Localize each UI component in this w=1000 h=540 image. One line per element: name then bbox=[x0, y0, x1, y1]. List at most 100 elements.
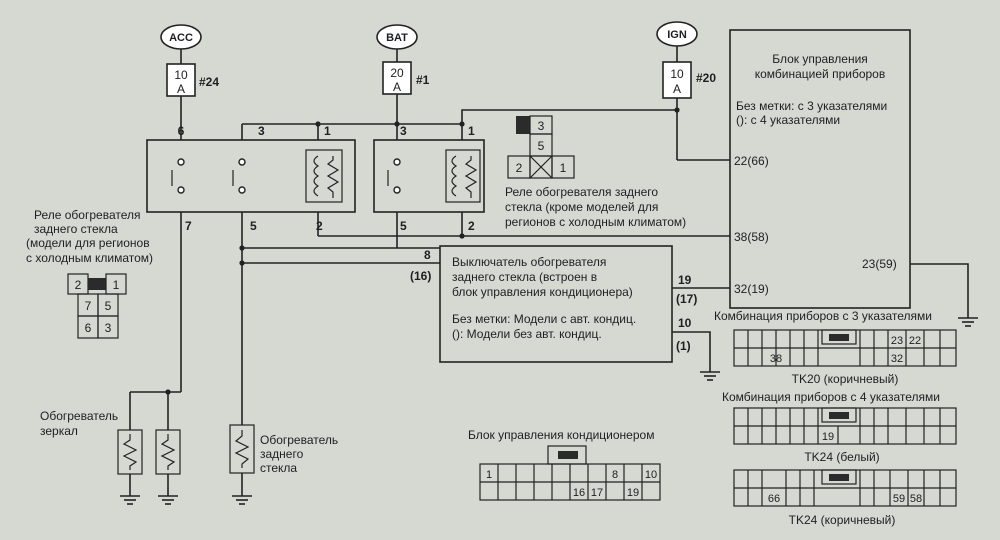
ground-rear-heater-icon bbox=[232, 495, 252, 505]
ac-pin-16: 16 bbox=[573, 487, 585, 499]
relay-std-title-0: Реле обогревателя заднего bbox=[505, 185, 658, 199]
meter-pin-32: 32(19) bbox=[734, 282, 769, 296]
fuse-bat-unit: A bbox=[393, 80, 401, 94]
relay-std-title-1: стекла (кроме моделей для bbox=[505, 200, 658, 214]
wires bbox=[129, 94, 969, 430]
relay-cold-connector: 2 1 7 5 6 3 bbox=[67, 273, 127, 339]
bat-source: BAT bbox=[376, 24, 418, 50]
ac-pin-10: 10 bbox=[645, 469, 657, 481]
tk20-connector: Комбинация приборов с 3 указателями 23 2… bbox=[714, 309, 957, 386]
mirror-heater-line-0: Обогреватель bbox=[40, 409, 118, 423]
mirror-heater-left bbox=[117, 429, 143, 496]
meter-note-1: (): с 4 указателями bbox=[736, 113, 840, 127]
meter-pin-22: 22(66) bbox=[734, 154, 769, 168]
meter-title-0: Блок управления bbox=[772, 52, 868, 66]
switch-pin-8: 8 bbox=[424, 248, 431, 262]
relay-cold-title-2: (модели для регионов bbox=[26, 236, 150, 250]
junction-dots bbox=[165, 107, 680, 395]
switch-title-0: Выключатель обогревателя bbox=[452, 255, 606, 269]
relay-cold-title-0: Реле обогревателя bbox=[34, 208, 141, 222]
ac-pin-8: 8 bbox=[612, 469, 618, 481]
ac-control-connector: Блок управления кондиционером 1 8 10 16 … bbox=[468, 428, 661, 501]
ac-connector-title: Блок управления кондиционером bbox=[468, 428, 654, 442]
relay-cold-pin3: 3 bbox=[258, 124, 265, 138]
rear-heater-line-1: заднего bbox=[260, 447, 304, 461]
relay-cold-pin2: 2 bbox=[316, 219, 323, 233]
relay-cold-conn-3: 3 bbox=[105, 321, 112, 335]
tk20-heading: Комбинация приборов с 3 указателями bbox=[714, 309, 932, 323]
tk24w-heading: Комбинация приборов с 4 указателями bbox=[722, 390, 940, 404]
switch-note-1: (): Модели без авт. кондиц. bbox=[452, 327, 602, 341]
meter-title-1: комбинацией приборов bbox=[755, 67, 885, 81]
ground-meter-icon bbox=[958, 317, 978, 327]
tk24b-pin-59: 59 bbox=[893, 493, 905, 505]
mirror-heater-right bbox=[155, 429, 181, 496]
relay-cold-caption: Реле обогревателя заднего стекла (модели… bbox=[26, 208, 153, 265]
relay-std-conn-3: 3 bbox=[538, 119, 545, 133]
relay-cold-pin6: 6 bbox=[178, 124, 185, 138]
tk24-brown-connector: 66 59 58 TK24 (коричневый) bbox=[733, 469, 957, 527]
meter-pin-23: 23(59) bbox=[862, 257, 897, 271]
ac-pin-1: 1 bbox=[486, 469, 492, 481]
relay-cold-pin5: 5 bbox=[250, 219, 257, 233]
tk24b-pin-58: 58 bbox=[910, 493, 922, 505]
fuse-ign-rating: 10 bbox=[670, 67, 684, 81]
ac-pin-17: 17 bbox=[591, 487, 603, 499]
relay-cold-conn-7: 7 bbox=[85, 299, 92, 313]
fuse-acc-rating: 10 bbox=[174, 68, 188, 82]
relay-cold-conn-6: 6 bbox=[85, 321, 92, 335]
acc-label: ACC bbox=[169, 32, 193, 44]
tk20-caption: TK20 (коричневый) bbox=[792, 372, 899, 386]
ground-mirror-right-icon bbox=[158, 495, 178, 505]
fuse-acc-number: #24 bbox=[199, 75, 219, 89]
relay-cold-conn-5: 5 bbox=[105, 299, 112, 313]
relay-std-pin3: 3 bbox=[400, 124, 407, 138]
fuse-bat-number: #1 bbox=[416, 73, 430, 87]
relay-std-conn-2: 2 bbox=[516, 161, 523, 175]
relay-std-pin1: 1 bbox=[468, 124, 475, 138]
acc-source: ACC bbox=[160, 24, 202, 50]
switch-pin-10: 10 bbox=[678, 316, 692, 330]
relay-std-conn-5: 5 bbox=[538, 139, 545, 153]
fuse-ign: 10 A #20 bbox=[662, 46, 716, 99]
rear-heater-line-0: Обогреватель bbox=[260, 433, 338, 447]
relay-cold-climate: 6 3 1 7 5 2 bbox=[146, 124, 356, 233]
tk24b-pin-66: 66 bbox=[768, 493, 780, 505]
meter-pin-38: 38(58) bbox=[734, 230, 769, 244]
fuse-ign-unit: A bbox=[673, 82, 681, 96]
meter-control-unit: Блок управления комбинацией приборов Без… bbox=[729, 29, 911, 309]
ground-switch-icon bbox=[700, 371, 720, 381]
relay-standard: 3 1 5 2 bbox=[373, 124, 485, 233]
tk24b-caption: TK24 (коричневый) bbox=[789, 513, 896, 527]
relay-cold-conn-2: 2 bbox=[75, 278, 82, 292]
rear-heater-label: Обогреватель заднего стекла bbox=[260, 433, 338, 475]
relay-std-pin5: 5 bbox=[400, 219, 407, 233]
bat-label: BAT bbox=[386, 32, 408, 44]
switch-pin-19: 19 bbox=[678, 273, 692, 287]
relay-std-pin2: 2 bbox=[468, 219, 475, 233]
relay-standard-connector: 3 5 2 1 bbox=[507, 115, 575, 179]
meter-note-0: Без метки: с 3 указателями bbox=[736, 99, 887, 113]
switch-pin-17: (17) bbox=[676, 292, 697, 306]
tk20-pin-32: 32 bbox=[891, 353, 903, 365]
relay-cold-pin7: 7 bbox=[185, 219, 192, 233]
relay-cold-title-3: с холодным климатом) bbox=[26, 251, 153, 265]
relay-standard-caption: Реле обогревателя заднего стекла (кроме … bbox=[505, 185, 686, 229]
switch-pin-16: (16) bbox=[410, 269, 431, 283]
ground-mirror-left-icon bbox=[120, 495, 140, 505]
tk24w-pin-19: 19 bbox=[822, 431, 834, 443]
switch-title-1: заднего стекла (встроен в bbox=[452, 270, 597, 284]
switch-title-2: блок управления кондиционера) bbox=[452, 285, 633, 299]
relay-cold-conn-1: 1 bbox=[113, 278, 120, 292]
relay-cold-title-1: заднего стекла bbox=[34, 222, 118, 236]
ign-label: IGN bbox=[667, 29, 687, 41]
tk20-pin-22: 22 bbox=[909, 335, 921, 347]
tk24w-caption: TK24 (белый) bbox=[804, 450, 879, 464]
rear-defog-switch: Выключатель обогревателя заднего стекла … bbox=[410, 245, 697, 363]
tk20-pin-38: 38 bbox=[770, 353, 782, 365]
switch-note-0: Без метки: Модели с авт. кондиц. bbox=[452, 312, 636, 326]
fuse-bat-rating: 20 bbox=[390, 66, 404, 80]
ac-pin-19: 19 bbox=[627, 487, 639, 499]
relay-std-title-2: регионов с холодным климатом) bbox=[505, 215, 686, 229]
